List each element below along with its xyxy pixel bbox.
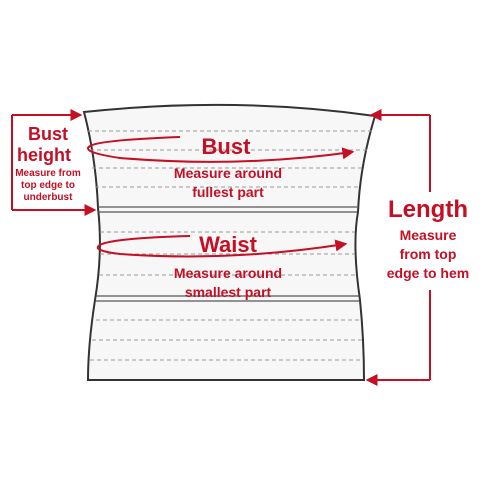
length-instruction-line2: from top bbox=[400, 246, 457, 262]
bust-height-instruction-line3: underbust bbox=[24, 192, 74, 203]
length-instruction-line3: edge to hem bbox=[387, 265, 469, 281]
waist-instruction-line2: smallest part bbox=[185, 284, 272, 300]
bust-instruction-line1: Measure around bbox=[174, 165, 282, 181]
bust-height-title-line2: height bbox=[17, 145, 71, 165]
bust-height-instruction-line2: top edge to bbox=[21, 180, 75, 191]
bust-height-instruction-line1: Measure from bbox=[15, 168, 81, 179]
stitch-lines bbox=[88, 130, 372, 361]
seam-bands bbox=[96, 206, 359, 302]
bust-height-title-line1: Bust bbox=[28, 124, 68, 144]
waist-instruction-line1: Measure around bbox=[174, 265, 282, 281]
length-title: Length bbox=[388, 196, 468, 223]
bust-height-bracket bbox=[11, 109, 97, 216]
bust-instruction-line2: fullest part bbox=[192, 184, 264, 200]
bust-title: Bust bbox=[202, 134, 252, 159]
waist-title: Waist bbox=[199, 232, 258, 257]
bust-arrow bbox=[87, 136, 355, 163]
length-bracket bbox=[365, 109, 431, 386]
length-instruction-line1: Measure bbox=[400, 227, 457, 243]
waist-arrow bbox=[96, 235, 348, 258]
garment-outline bbox=[82, 103, 377, 381]
